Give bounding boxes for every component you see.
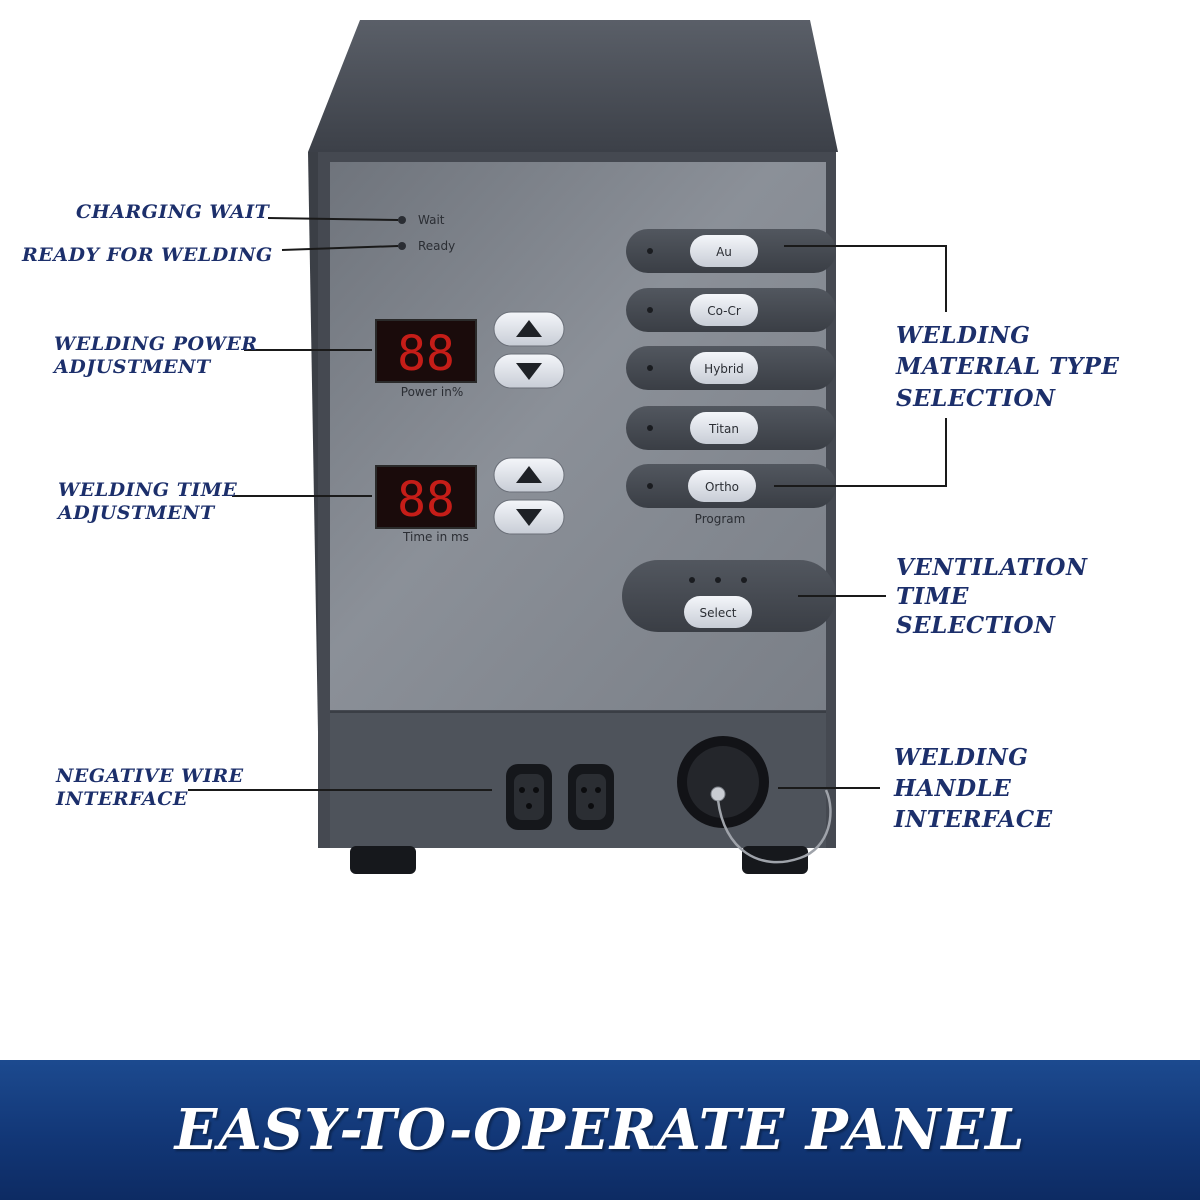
material-button-co-cr[interactable]: Co-Cr xyxy=(626,288,836,332)
material-button-titan[interactable]: Titan xyxy=(626,406,836,450)
material-label: Hybrid xyxy=(704,362,744,376)
welding-handle-connector[interactable] xyxy=(677,736,832,864)
time-display xyxy=(375,465,477,529)
time-up-button[interactable] xyxy=(493,457,565,493)
material-button-au[interactable]: Au xyxy=(626,229,836,273)
power-display xyxy=(375,319,477,383)
callout-charging-wait: CHARGING WAIT xyxy=(76,201,270,223)
foot-left xyxy=(350,846,416,874)
wait-label: Wait xyxy=(418,213,445,227)
time-down-button[interactable] xyxy=(493,499,565,535)
callout-welding-handle: WELDING HANDLE INTERFACE xyxy=(894,744,1053,833)
vent-led xyxy=(715,577,721,583)
callout-welding-power: WELDING POWER ADJUSTMENT xyxy=(54,333,258,378)
power-caption: Power in% xyxy=(401,385,463,399)
material-button-hybrid[interactable]: Hybrid xyxy=(626,346,836,390)
callout-welding-time: WELDING TIME ADJUSTMENT xyxy=(58,479,238,524)
time-display-digits: 88 xyxy=(397,472,455,528)
negative-socket-left[interactable] xyxy=(506,764,552,830)
negative-socket-right[interactable] xyxy=(568,764,614,830)
arrow-up-icon xyxy=(516,320,542,337)
material-label: Titan xyxy=(708,422,739,436)
power-down-button[interactable] xyxy=(493,353,565,389)
arrow-down-icon xyxy=(516,509,542,526)
cabinet-top xyxy=(308,20,838,152)
arrow-up-icon xyxy=(516,466,542,483)
callout-ventilation-time: VENTILATION TIME SELECTION xyxy=(896,554,1088,639)
foot-right xyxy=(742,846,808,874)
ventilation-select-button[interactable]: Select xyxy=(622,560,836,632)
leader-lines xyxy=(188,217,947,791)
program-caption: Program xyxy=(695,512,746,526)
vent-led xyxy=(689,577,695,583)
callout-negative-wire: NEGATIVE WIRE INTERFACE xyxy=(56,765,244,810)
material-label: Co-Cr xyxy=(707,304,741,318)
time-caption: Time in ms xyxy=(402,530,469,544)
material-label: Au xyxy=(716,245,732,259)
power-display-digits: 88 xyxy=(397,326,455,382)
callout-ready-for-welding: READY FOR WELDING xyxy=(22,244,273,266)
ready-led xyxy=(398,242,406,250)
wait-led xyxy=(398,216,406,224)
material-label: Ortho xyxy=(705,480,739,494)
vent-led xyxy=(741,577,747,583)
material-button-ortho[interactable]: Ortho xyxy=(626,464,836,508)
callout-material-type: WELDING MATERIAL TYPE SELECTION xyxy=(896,322,1120,412)
banner-title: EASY-TO-OPERATE PANEL xyxy=(174,1097,1026,1163)
arrow-down-icon xyxy=(516,363,542,380)
bottom-banner: EASY-TO-OPERATE PANEL xyxy=(0,1060,1200,1200)
ready-label: Ready xyxy=(418,239,455,253)
power-up-button[interactable] xyxy=(493,311,565,347)
select-label: Select xyxy=(699,606,736,620)
